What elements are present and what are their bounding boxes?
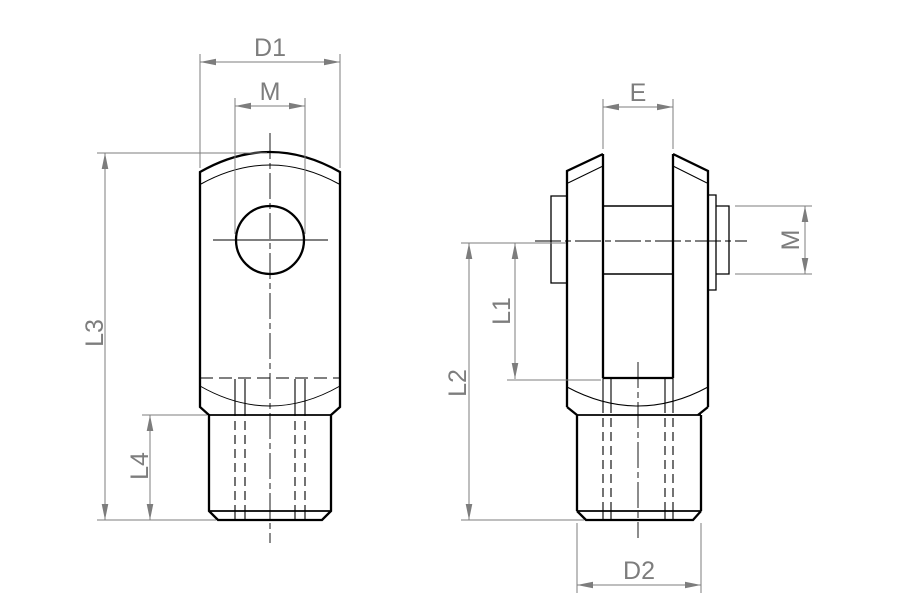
front-body-outline: [198, 150, 342, 522]
l1-arrow-top: [511, 243, 519, 259]
dim-label-d2: D2: [623, 557, 655, 585]
d1-arrow-left: [200, 58, 216, 66]
dim-label-l2: L2: [444, 369, 472, 397]
pin-washer: [708, 194, 717, 291]
dimension-e: E: [602, 79, 674, 149]
front-slot-root-arc: [199, 385, 341, 407]
dim-label-d1: D1: [254, 34, 286, 62]
side-slot-root-arc: [566, 386, 709, 407]
l3-extension-lines: [97, 152, 267, 521]
dim-label-m-front: M: [260, 78, 281, 106]
dimension-d2: D2: [576, 523, 702, 593]
m-front-extension-lines: [234, 98, 306, 234]
l2-arrow-bottom: [465, 504, 473, 520]
l3-arrow-bottom: [101, 504, 109, 520]
m-front-arrow-right: [289, 102, 305, 110]
l1-arrow-bottom: [511, 363, 519, 379]
pin-end-cap: [716, 205, 730, 275]
dimension-m-front: M: [234, 78, 306, 234]
d2-arrow-left: [577, 581, 593, 589]
dimension-m-side: M: [735, 205, 812, 275]
side-bore-visible-top: [602, 378, 674, 404]
dim-label-l4: L4: [126, 452, 154, 480]
l4-arrow-bottom: [146, 504, 154, 520]
l3-arrow-top: [101, 153, 109, 169]
dimension-l3: L3: [81, 152, 267, 521]
dim-label-l3: L3: [81, 319, 109, 347]
e-arrow-right: [657, 103, 673, 111]
front-bore-visible-bottom: [234, 511, 306, 520]
dim-label-l1: L1: [488, 297, 516, 325]
m-side-arrow-top: [801, 206, 809, 222]
dimension-l2: L2: [444, 242, 584, 521]
d1-extension-lines: [199, 54, 341, 168]
m-side-arrow-bottom: [801, 258, 809, 274]
l4-arrow-top: [146, 415, 154, 431]
l2-extension-lines: [461, 242, 584, 521]
dimension-d1: D1: [199, 34, 341, 168]
m-side-extension-lines: [735, 205, 812, 275]
d2-extension-lines: [576, 523, 702, 593]
side-view: [535, 152, 747, 538]
dim-label-e: E: [630, 79, 647, 107]
l2-arrow-top: [465, 243, 473, 259]
dim-label-m-side: M: [777, 230, 805, 251]
right-prong-outline: [671, 152, 710, 407]
left-prong-outline: [565, 152, 605, 407]
side-bore-visible-bottom: [602, 511, 674, 520]
e-arrow-left: [603, 103, 619, 111]
d2-arrow-right: [685, 581, 701, 589]
pin-head: [550, 195, 567, 284]
d1-arrow-right: [324, 58, 340, 66]
m-front-arrow-left: [235, 102, 251, 110]
front-bore-visible-top: [234, 379, 306, 407]
dimension-l4: L4: [126, 414, 207, 520]
prong-top-chamfer-lines: [567, 165, 708, 184]
pin-in-slot: [603, 205, 673, 275]
front-view: [198, 133, 342, 543]
dimension-l1: L1: [488, 243, 601, 381]
side-lower-outline: [566, 406, 709, 522]
